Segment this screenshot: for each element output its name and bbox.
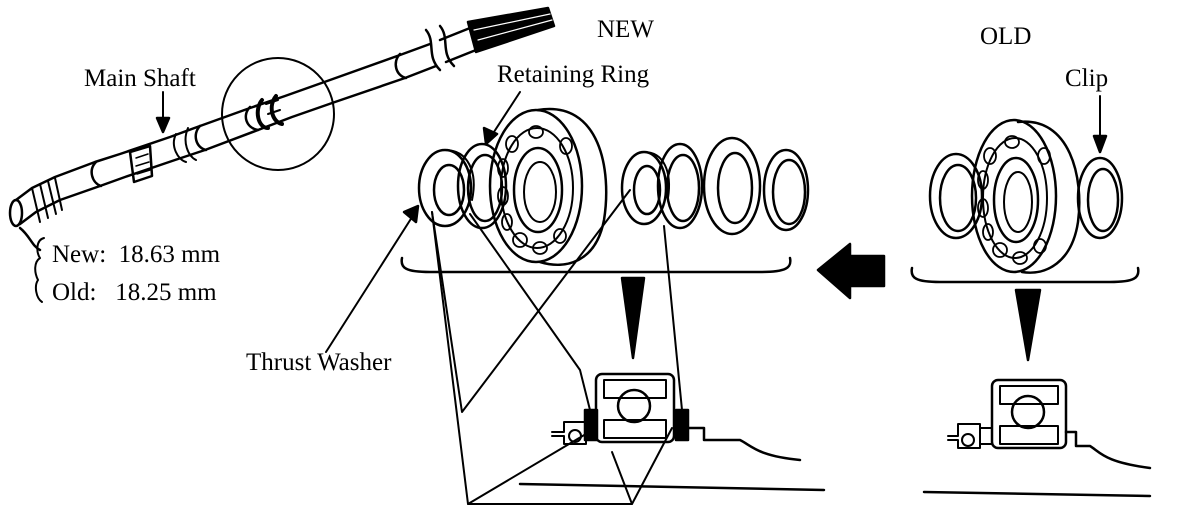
new-dimension-text: New: 18.63 mm [52,241,221,268]
new-ball-bearing [488,107,608,266]
new-thrust-washer-left [417,148,475,228]
shaft-gear-teeth [128,144,154,184]
old-exploded-assembly [910,95,1152,498]
clip-label: Clip [1065,65,1109,92]
new-down-arrow [620,276,646,360]
shaft-collar-4 [90,160,103,188]
thrust-washer-leader [325,204,420,353]
thrust-washer-label: Thrust Washer [246,349,392,376]
old-heading: OLD [980,23,1032,50]
shaft-break-mark [424,24,456,72]
main-shaft-label: Main Shaft [84,65,196,92]
main-shaft-leader [155,91,171,134]
old-dimension-text: Old: 18.25 mm [52,279,217,306]
shaft-outline-upper [14,26,472,202]
old-installed-section [922,378,1152,498]
new-exploded-assembly [325,91,826,505]
shaft-collar-1 [394,52,408,80]
old-down-arrow [1014,288,1042,362]
detail-circle [221,57,335,171]
old-ball-bearing [970,118,1081,274]
retaining-ring-label: Retaining Ring [497,61,650,88]
old-retaining-ring [928,152,984,240]
new-clip-ring [762,148,810,232]
old-clip [1076,156,1124,240]
shaft-spline-end [466,6,556,54]
shaft-tip-splines [8,177,63,228]
main-shaft-drawing [8,6,556,303]
dimension-brace [18,226,45,303]
clip-leader [1092,95,1108,154]
new-heading: NEW [597,16,654,43]
shaft-groove [255,94,284,130]
new-callout-lines [431,189,683,505]
new-installed-section [518,372,826,492]
new-retaining-ring-right [656,142,704,230]
new-spacer-ring [702,136,762,236]
old-to-new-arrow [816,242,886,300]
old-group-bracket [910,266,1140,284]
new-retaining-ring-left [456,142,508,230]
shaft-wire-clip [172,127,197,163]
shaft-collar-3 [194,124,208,152]
retaining-ring-leader [482,91,521,146]
new-group-bracket [400,256,792,274]
shaft-collar-2 [244,105,260,132]
